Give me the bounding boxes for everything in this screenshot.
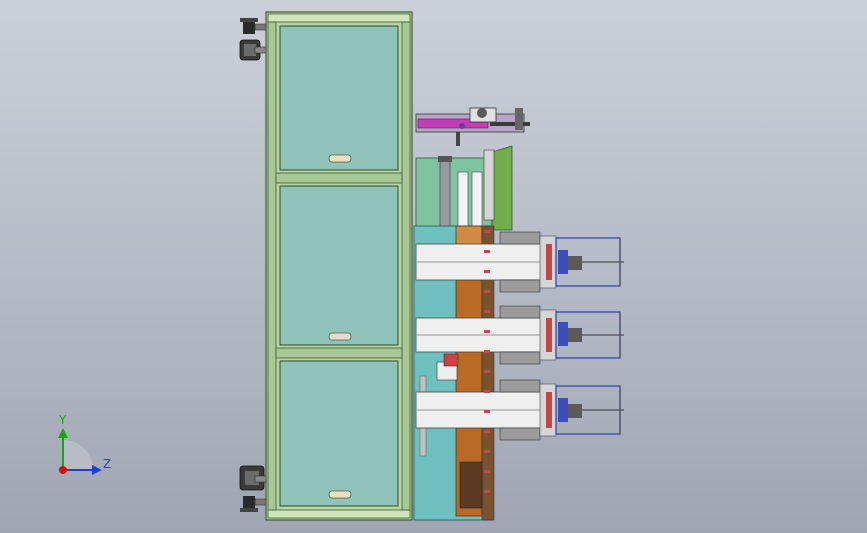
door-panel-middle	[279, 185, 399, 346]
station-2	[415, 305, 624, 365]
station-1	[415, 231, 624, 293]
triad-z-label: Z	[103, 457, 112, 471]
pin-column	[484, 230, 490, 493]
door-panel-bottom	[279, 360, 399, 507]
door-panels	[279, 25, 399, 507]
base-control-box	[459, 461, 483, 509]
station-3	[415, 379, 624, 441]
leveling-foot-icon	[239, 465, 267, 512]
door-panel-top	[279, 25, 399, 171]
top-conveyor	[415, 107, 530, 146]
leveling-foot-icon	[239, 18, 267, 61]
coordinate-triad	[58, 428, 102, 475]
triad-y-label: Y	[59, 413, 67, 427]
handle-icon	[328, 154, 352, 499]
